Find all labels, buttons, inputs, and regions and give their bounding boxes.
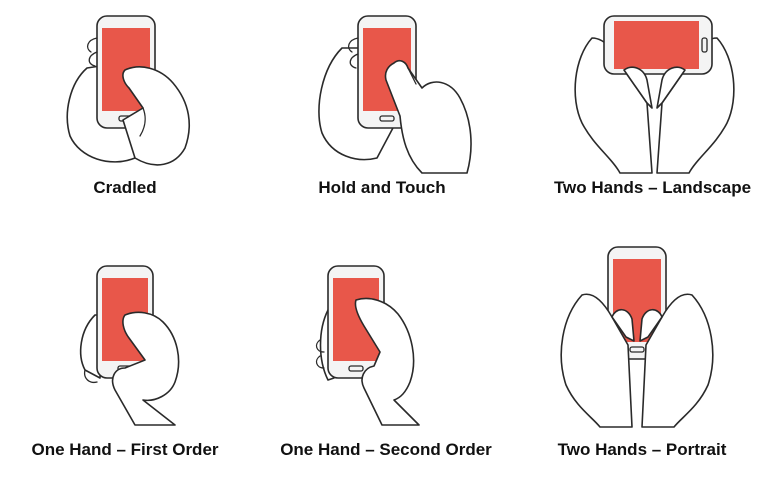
phone-hold-and-touch-icon: [282, 8, 482, 178]
grip-cradled: Cradled: [25, 8, 225, 208]
phone-one-hand-first-order-icon: [25, 260, 225, 430]
phone-one-hand-second-order-icon: [284, 260, 484, 430]
grip-one-hand-first-order: One Hand – First Order: [25, 260, 225, 460]
caption-one-hand-first-order: One Hand – First Order: [5, 440, 245, 460]
caption-two-hands-portrait: Two Hands – Portrait: [542, 440, 742, 460]
caption-cradled: Cradled: [25, 178, 225, 198]
grip-one-hand-second-order: One Hand – Second Order: [284, 260, 484, 460]
grip-hold-and-touch: Hold and Touch: [282, 8, 482, 208]
grip-two-hands-landscape: Two Hands – Landscape: [552, 8, 752, 208]
phone-cradled-icon: [25, 8, 225, 178]
screen: [614, 21, 699, 69]
caption-two-hands-landscape: Two Hands – Landscape: [540, 178, 765, 198]
grip-two-hands-portrait: Two Hands – Portrait: [542, 245, 742, 460]
caption-hold-and-touch: Hold and Touch: [282, 178, 482, 198]
phone-two-hands-portrait-icon: [542, 245, 742, 430]
caption-one-hand-second-order: One Hand – Second Order: [256, 440, 516, 460]
phone-two-hands-landscape-icon: [552, 8, 752, 178]
